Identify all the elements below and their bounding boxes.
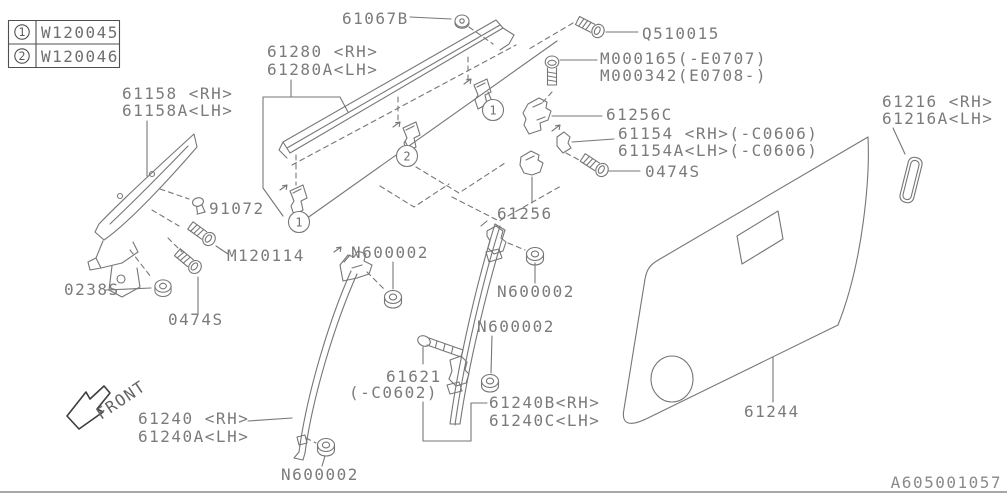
label-stopper-rh: 61154 <RH>(-C0606)	[618, 124, 818, 143]
clip-61256-drawing	[519, 150, 544, 176]
screw-0474s-left-drawing	[172, 246, 205, 277]
front-arrow-icon	[66, 385, 111, 430]
nut-n600002-c-drawing	[480, 373, 500, 393]
screw-0474s-right-drawing	[578, 151, 612, 180]
label-front-sash-lh: 61240A<LH>	[138, 427, 249, 446]
callout-top: 1	[489, 104, 496, 118]
label-screw-0474-left: 0474S	[168, 310, 224, 329]
label-rear-sash-rh: 61240B<RH>	[489, 393, 600, 412]
legend-callout-2-icon	[14, 48, 30, 64]
legend-row1-num: 1	[19, 25, 26, 39]
label-cover-rh: 61216 <RH>	[882, 92, 993, 111]
label-screw-q: Q510015	[642, 24, 720, 43]
molding-clip-1	[279, 184, 308, 216]
callout-circles: 1 2 1	[287, 91, 505, 234]
doc-number: A605001057	[891, 473, 1002, 492]
label-nut-n600002-b: N600002	[497, 282, 575, 301]
legend-callout-1-icon	[14, 24, 30, 40]
stopper-61154-drawing	[551, 124, 572, 154]
callout-middle: 2	[403, 150, 410, 164]
rivet-61621-drawing	[417, 335, 464, 358]
label-bolt-late: M000342(E0708-)	[600, 66, 767, 85]
corner-cover-dashed-leaders	[129, 188, 190, 278]
label-rivet-range: (-C0602)	[349, 383, 438, 402]
label-belt-molding-lh: 61280A<LH>	[267, 60, 378, 79]
label-corner-rh: 61158 <RH>	[122, 84, 233, 103]
clip-61256c-drawing	[522, 97, 552, 135]
cover-61216-drawing	[899, 156, 923, 204]
label-nut-0238: 0238S	[64, 280, 120, 299]
callout-bottom: 1	[295, 216, 302, 230]
label-door-panel: 61244	[744, 402, 800, 421]
label-bolt-m120114: M120114	[227, 246, 305, 265]
label-clip-upper: 61256C	[606, 105, 673, 124]
label-cover-lh: 61216A<LH>	[882, 109, 993, 128]
label-front-sash-rh: 61240 <RH>	[138, 409, 249, 428]
label-nut-n600002-c: N600002	[477, 317, 555, 336]
front-sash-drawing	[293, 246, 373, 461]
label-corner-lh: 61158A<LH>	[122, 101, 233, 120]
rivet-sash-leader-bracket	[422, 346, 488, 442]
corner-cover-drawing	[87, 133, 198, 298]
screw-q510015-drawing	[573, 13, 607, 41]
legend-row2-num: 2	[19, 49, 26, 63]
label-grommet: 61067B	[342, 9, 409, 28]
label-rear-sash-lh: 61240C<LH>	[489, 411, 600, 430]
label-stopper-lh: 61154A<LH>(-C0606)	[618, 141, 818, 160]
grommet-drawing	[454, 14, 470, 29]
bolt-m120114-drawing	[185, 219, 219, 249]
label-clip-lower: 61256	[497, 204, 553, 223]
nut-0238s-drawing	[154, 279, 172, 298]
rear-sash-drawing	[446, 220, 507, 426]
belt-molding-drawing	[278, 19, 562, 227]
label-belt-molding-rh: 61280 <RH>	[267, 42, 378, 61]
nut-n600002-a-drawing	[383, 289, 403, 309]
belt-molding-leader	[262, 79, 349, 217]
legend-row1-code: W120045	[41, 23, 119, 42]
nut-n600002-d-drawing	[316, 437, 336, 457]
label-nut-n600002-d: N600002	[281, 465, 359, 484]
nut-n600002-b-drawing	[525, 246, 545, 266]
door-panel-drawing	[622, 136, 869, 424]
bolt-m000165-drawing	[544, 55, 560, 86]
label-screw-0474-right: 0474S	[645, 162, 701, 181]
label-rivet: 61621	[386, 367, 442, 386]
pin-91072-drawing	[192, 197, 206, 215]
label-nut-n600002-a: N600002	[351, 243, 429, 262]
label-pin: 91072	[209, 199, 265, 218]
legend-row2-code: W120046	[41, 47, 119, 66]
legend-table: 1 2 W120045 W120046	[7, 19, 121, 69]
label-bolt-early: M000165(-E0707)	[600, 49, 767, 68]
